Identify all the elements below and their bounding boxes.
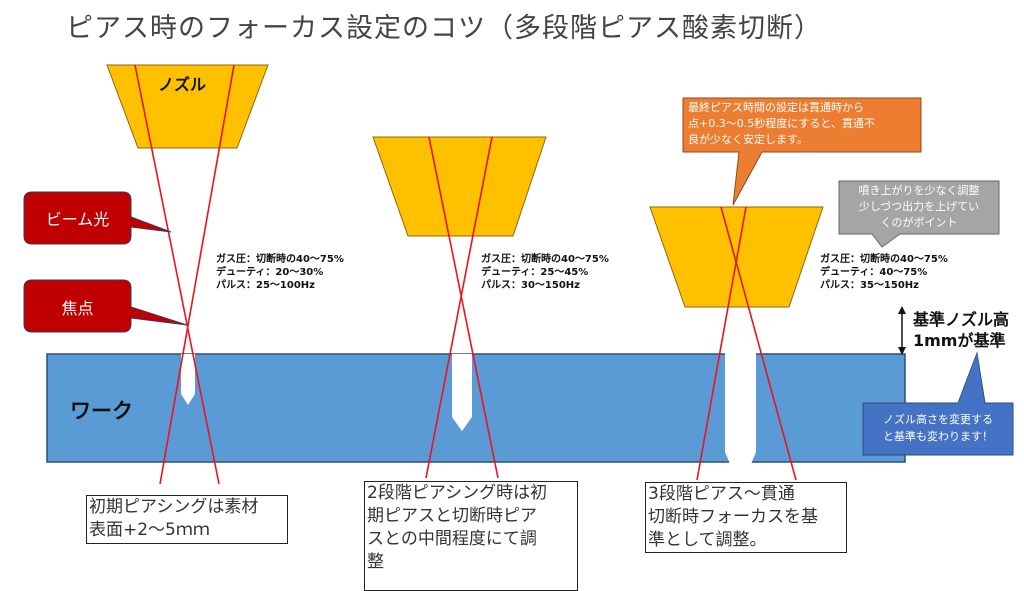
beam-line (425, 136, 493, 479)
note-line: 期ピアスと切断時ピア (367, 506, 537, 526)
beam-line (428, 136, 499, 479)
duty: デューティ：25～45% (481, 267, 589, 278)
note-line: スとの中間程度にて調 (367, 529, 537, 549)
stage2-note: 2段階ピアシング時は初 期ピアスと切断時ピア スとの中間程度にて調 整 (364, 481, 578, 591)
nozzle-stage2 (372, 136, 547, 237)
callout-line: 少しづつ出力を上げてい (858, 200, 980, 213)
callout-nozzle-height-change (862, 351, 1014, 456)
nozzle-height-change-text: ノズル高さを変更する と基準も変わります！ (863, 411, 1013, 445)
beam-line (159, 64, 235, 485)
note-line: 2段階ピアシング時は初 (367, 483, 548, 503)
beam-line (720, 206, 797, 481)
callout-final-pierce (682, 97, 922, 206)
callout-line: と基準も変わります！ (883, 430, 993, 443)
callout-line: 良が少なく安定します。 (688, 133, 808, 146)
stage1-params: ガス圧：切断時の40～75% デューティ：20～30% パルス：25～100Hz (216, 253, 344, 292)
beam-line (134, 64, 220, 485)
callout-focal-point (23, 279, 188, 333)
callout-beam-light (23, 191, 172, 245)
focal-point-label: 焦点 (61, 299, 94, 318)
callout-line: くのがポイント (880, 216, 958, 229)
note-line: 表面+2～5ｍｍ (89, 520, 210, 540)
beam-line (696, 206, 747, 481)
label-line: 1mmが基準 (913, 331, 1006, 350)
nozzle-label: ノズル (158, 75, 207, 94)
stage2-params: ガス圧：切断時の40～75% デューティ：25～45% パルス：30～150Hz (481, 253, 609, 292)
callout-line: 点+0.3～0.5秒程度にすると、貫通不 (688, 117, 875, 130)
duty: デューティ：20～30% (216, 267, 324, 278)
stage1-note: 初期ピアシングは素材 表面+2～5ｍｍ (86, 495, 288, 544)
callout-line: 噴き上がりを少なく調整 (858, 184, 980, 197)
pulse: パルス：35～150Hz (820, 280, 919, 291)
workpiece-label: ワーク (70, 399, 133, 423)
gas-pressure: ガス圧：切断時の40～75% (481, 254, 609, 265)
spatter-tip-text: 噴き上がりを少なく調整 少しづつ出力を上げてい くのがポイント (839, 183, 999, 231)
note-line: 切断時フォーカスを基 (648, 507, 818, 527)
pulse: パルス：30～150Hz (481, 280, 580, 291)
pierce-hole-stage2 (452, 354, 472, 431)
beam-light-label: ビーム光 (45, 210, 110, 229)
stage3-params: ガス圧：切断時の40～75% デューティ：40～75% パルス：35～150Hz (820, 253, 948, 292)
final-pierce-text: 最終ピアス時間の設定は貫通時から 点+0.3～0.5秒程度にすると、貫通不 良が… (688, 100, 875, 148)
page-title: ピアス時のフォーカス設定のコツ（多段階ピアス酸素切断） (66, 13, 822, 44)
pulse: パルス：25～100Hz (216, 280, 315, 291)
label-line: 基準ノズル高 (913, 310, 1010, 329)
duty: デューティ：40～75% (820, 267, 928, 278)
note-line: 3段階ピアス～貫通 (648, 484, 795, 504)
note-line: 準として調整。 (648, 530, 767, 550)
callout-line: ノズル高さを変更する (883, 413, 993, 426)
gas-pressure: ガス圧：切断時の40～75% (820, 254, 948, 265)
nozzle-height-arrow (898, 306, 906, 355)
pierce-hole-stage3 (725, 352, 756, 464)
callout-spatter-tip (838, 180, 1000, 248)
gas-pressure: ガス圧：切断時の40～75% (216, 254, 344, 265)
note-line: 初期ピアシングは素材 (89, 497, 259, 517)
stage3-note: 3段階ピアス～貫通 切断時フォーカスを基 準として調整。 (645, 482, 847, 553)
reference-height-label: 基準ノズル高 1mmが基準 (913, 309, 1009, 351)
callout-line: 最終ピアス時間の設定は貫通時から (688, 101, 864, 114)
note-line: 整 (367, 552, 384, 572)
pierce-hole-stage1 (181, 354, 195, 405)
